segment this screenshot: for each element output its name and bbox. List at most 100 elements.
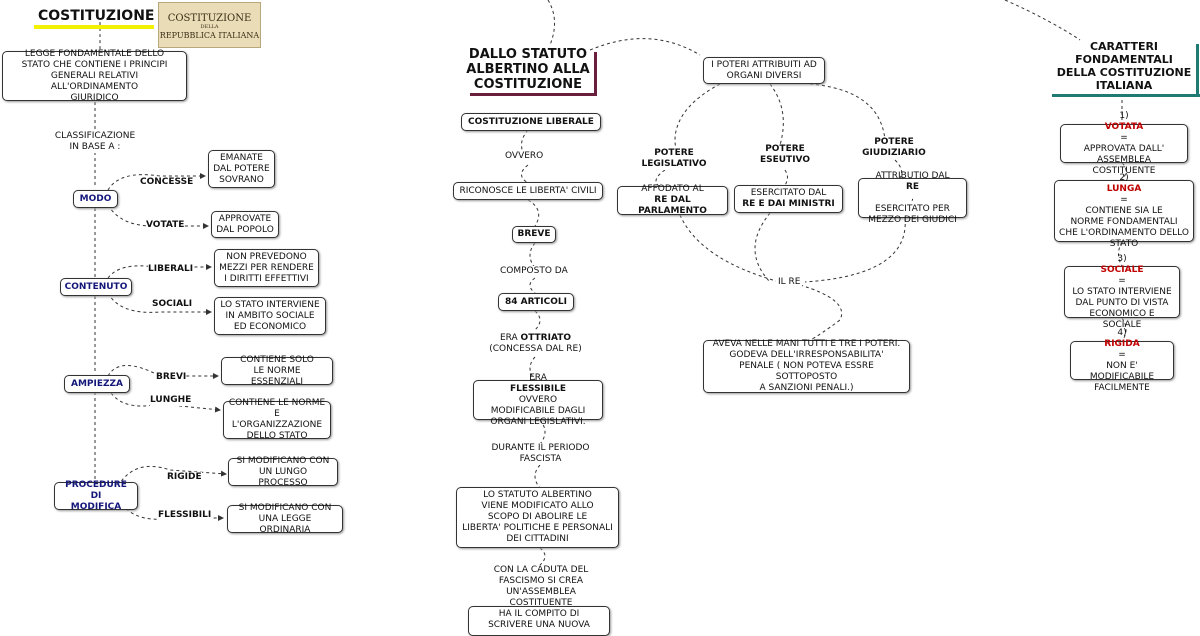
right-title-underline <box>1052 94 1200 97</box>
sociali-line: LO STATO INTERVIENE <box>220 299 320 310</box>
durante-line: DURANTE IL <box>491 443 546 453</box>
flessibile-word: FLESSIBILE <box>509 383 566 394</box>
esecutivo-box: ESERCITATO DAL RE E DAI MINISTRI <box>734 185 843 213</box>
sociale-num: 3) <box>1117 253 1127 264</box>
lunghe-box: CONTIENE LE NORME E L'ORGANIZZAZIONE DEL… <box>223 398 331 441</box>
votata-rest: = <box>1120 132 1128 143</box>
procedure-line: PROCEDURE DI <box>65 479 127 501</box>
esecutivo-label: POTERE ESEUTIVO <box>753 144 817 166</box>
concesse-box: EMANATE DAL POTERE SOVRANO <box>208 150 275 188</box>
sociali-box: LO STATO INTERVIENE IN AMBITO SOCIALE ED… <box>214 297 326 335</box>
liberali-box: NON PREVEDONO MEZZI PER RENDERE I DIRITT… <box>214 249 319 287</box>
riconosce-box: RICONOSCE LE LIBERTA' CIVILI <box>453 182 603 200</box>
sociali-line: IN AMBITO SOCIALE <box>225 310 315 321</box>
legislativo-label: POTERE LEGISLATIVO <box>636 148 712 170</box>
sociali-label: SOCIALI <box>152 299 193 310</box>
sociale-line: DAL PUNTO DI VISTA <box>1075 297 1169 308</box>
votate-label: VOTATE <box>146 220 185 231</box>
flessibili-label: FLESSIBILI <box>158 510 212 521</box>
aveva-line: AVEVA NELLE MANI TUTTI E TRE I POTERI. <box>712 339 901 349</box>
concesse-line: SOVRANO <box>219 174 264 185</box>
lunghe-line: DELLO STATO <box>246 431 308 441</box>
liberali-line: NON PREVEDONO <box>226 251 307 262</box>
lunghe-line: CONTIENE LE NORME <box>228 398 326 408</box>
lunga-num: 2) <box>1119 172 1129 183</box>
statuto-line: LIBERTA' POLITICHE E PERSONALI <box>462 523 613 533</box>
lunga-line: NORME FONDAMENTALI <box>1070 216 1178 227</box>
aveva-line: A SANZIONI PENALI.) <box>759 383 854 393</box>
middle-title-underline <box>470 93 596 96</box>
esecutivo-line: POTERE <box>765 144 805 154</box>
procedure-line: MODIFICA <box>70 501 122 512</box>
definition-line: GIURIDICO <box>70 92 119 103</box>
brevi-line: LE NORME ESSENZIALI <box>250 365 304 387</box>
classificazione-line: CLASSIFICAZIONE <box>54 131 136 141</box>
poteri-line: I POTERI ATTRIBUITI AD <box>711 59 817 70</box>
sociale-line: ECONOMICO E SOCIALE <box>1089 308 1155 330</box>
brevi-label: BREVI <box>156 372 187 383</box>
aveva-line: GODEVA DELL'IRRESPONSABILITA' <box>729 350 884 360</box>
sociale-word: SOCIALE <box>1100 264 1144 275</box>
liberali-line: MEZZI PER RENDERE <box>219 262 314 273</box>
caduta-line: UN'ASSEMBLEA COSTITUENTE <box>506 587 576 608</box>
brevi-box: CONTIENE SOLO LE NORME ESSENZIALI <box>221 355 333 387</box>
rigide-line: SI MODIFICANO CON <box>236 455 330 466</box>
concessa-line: (CONCESSA DAL RE) <box>489 344 582 354</box>
ottriato-word: OTTRIATO <box>520 333 572 343</box>
durante-line: PERIODO FASCISTA <box>519 443 590 464</box>
rigida-line: FACILMENTE <box>1094 382 1150 393</box>
contenuto-node: CONTENUTO <box>60 278 132 296</box>
flessibili-line: UNA LEGGE ORDINARIA <box>258 513 312 535</box>
liberale-box: COSTITUZIONE LIBERALE <box>461 113 601 131</box>
lunga-word: LUNGA <box>1106 183 1142 194</box>
compito-line: SCRIVERE UNA NUOVA <box>488 620 590 630</box>
definition-line: GENERALI RELATIVI ALL'ORDINAMENTO <box>50 70 139 92</box>
legislativo-box: AFFODATO AL RE DAL PARLAMENTO <box>617 184 728 216</box>
flessibile-prefix: ERA <box>529 372 547 383</box>
giudiziario-line: POTERE <box>874 137 914 147</box>
sociale-box: 3) SOCIALE = LO STATO INTERVIENE DAL PUN… <box>1064 254 1180 330</box>
statuto-line: DEI CITTADINI <box>506 534 569 544</box>
constitution-image: COSTITUZIONE DELLA REPUBBLICA ITALIANA <box>158 2 261 48</box>
flessibile-rest: OVVERO <box>518 394 558 405</box>
lunga-line: CONTIENE SIA LE <box>1085 205 1163 216</box>
right-title-line: ITALIANA <box>1095 79 1153 92</box>
legislativo-bold-line: PARLAMENTO <box>638 206 707 216</box>
liberali-label: LIBERALI <box>148 264 194 275</box>
poteri-line: ORGANI DIVERSI <box>726 70 802 81</box>
right-title-line: CARATTERI <box>1089 40 1159 53</box>
definition-box: LEGGE FONDAMENTALE DELLO STATO CHE CONTI… <box>2 49 187 103</box>
statuto-line: SCOPO DI ABOLIRE LE <box>487 512 588 522</box>
sociale-rest: = <box>1118 275 1126 286</box>
giudiziario-line: MEZZO DEI GIUDICI <box>868 214 957 225</box>
ampiezza-node: AMPIEZZA <box>64 375 130 393</box>
votate-line: DAL POPOLO <box>216 224 274 235</box>
rigide-line: UN LUNGO PROCESSO <box>258 466 308 488</box>
caduta-line: CON LA CADUTA DEL <box>493 565 589 575</box>
left-title: COSTITUZIONE <box>38 8 155 24</box>
lunga-line: CHE L'ORDINAMENTO DELLO <box>1059 227 1189 238</box>
flessibili-line: SI MODIFICANO CON <box>238 502 332 513</box>
middle-title-line: ALBERTINO ALLA <box>466 62 590 77</box>
rigide-label: RIGIDE <box>167 472 202 483</box>
esecutivo-line: ESEUTIVO <box>759 155 811 165</box>
ottriato-label: ERA OTTRIATO (CONCESSA DAL RE) <box>483 333 588 355</box>
statuto-box: LO STATUTO ALBERTINO VIENE MODIFICATO AL… <box>456 487 619 548</box>
ovvero-label: OVVERO <box>505 151 544 162</box>
giudiziario-label: POTERE GIUDIZIARIO <box>856 137 932 159</box>
caduta-line: FASCISMO SI CREA <box>498 576 584 586</box>
legislativo-prefix: AFFODATO AL <box>641 184 704 194</box>
middle-title-line: DALLO STATUTO <box>468 47 588 62</box>
image-text-line-1: COSTITUZIONE <box>167 13 252 24</box>
concesse-label: CONCESSE <box>140 177 194 188</box>
definition-line: STATO CHE CONTIENE I PRINCIPI <box>21 59 168 70</box>
middle-title-line: COSTITUZIONE <box>473 77 583 92</box>
votata-word: VOTATA <box>1104 121 1144 132</box>
giudiziario-line: ESERCITATO PER <box>875 203 950 214</box>
lunghe-label: LUNGHE <box>150 395 192 406</box>
liberali-line: I DIRITTI EFFETTIVI <box>224 273 309 284</box>
classificazione-label: CLASSIFICAZIONE IN BASE A : <box>50 131 140 153</box>
legislativo-line: LEGISLATIVO <box>641 159 707 169</box>
right-title-sidebar <box>1196 44 1199 96</box>
votata-num: 1) <box>1119 110 1129 121</box>
